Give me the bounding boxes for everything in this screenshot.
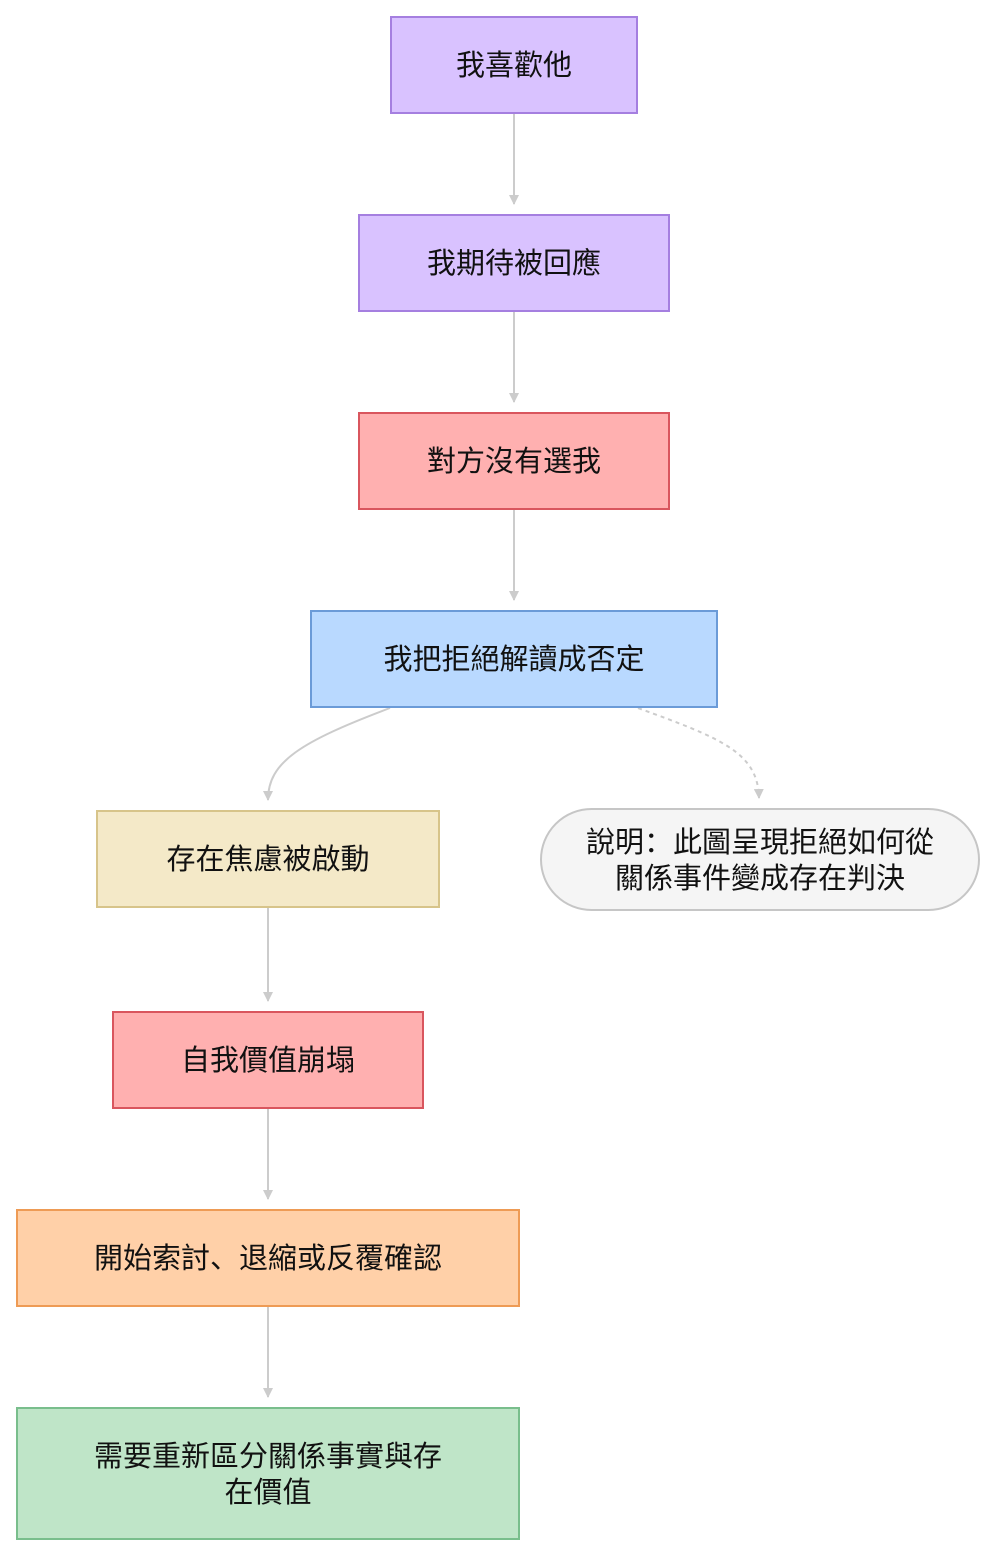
node-i-like-him-label: 我喜歡他 [455, 48, 572, 82]
node-seek-or-withdraw: 開始索討、退縮或反覆確認 [16, 1209, 520, 1307]
node-redistinguish: 需要重新區分關係事實與存 在價值 [16, 1407, 520, 1540]
edge-negation-to-anxiety [263, 707, 391, 801]
node-existential-anxiety-label: 存在焦慮被啟動 [166, 842, 370, 876]
node-i-like-him: 我喜歡他 [390, 16, 638, 114]
note-explanation: 說明：此圖呈現拒絕如何從 關係事件變成存在判決 [540, 808, 980, 911]
node-seek-or-withdraw-label: 開始索討、退縮或反覆確認 [93, 1241, 442, 1275]
node-rejection-as-negation: 我把拒絕解讀成否定 [310, 610, 718, 708]
edge-negation-to-note [637, 707, 764, 799]
node-self-worth-collapse-label: 自我價值崩塌 [180, 1043, 355, 1077]
node-not-chosen: 對方沒有選我 [358, 412, 670, 510]
node-rejection-as-negation-label: 我把拒絕解讀成否定 [383, 642, 645, 676]
node-existential-anxiety: 存在焦慮被啟動 [96, 810, 440, 908]
node-not-chosen-label: 對方沒有選我 [426, 444, 601, 478]
node-expect-response: 我期待被回應 [358, 214, 670, 312]
note-explanation-label: 說明：此圖呈現拒絕如何從 關係事件變成存在判決 [585, 824, 934, 895]
node-self-worth-collapse: 自我價值崩塌 [112, 1011, 424, 1109]
node-redistinguish-label: 需要重新區分關係事實與存 在價值 [93, 1438, 442, 1509]
node-expect-response-label: 我期待被回應 [426, 246, 601, 280]
